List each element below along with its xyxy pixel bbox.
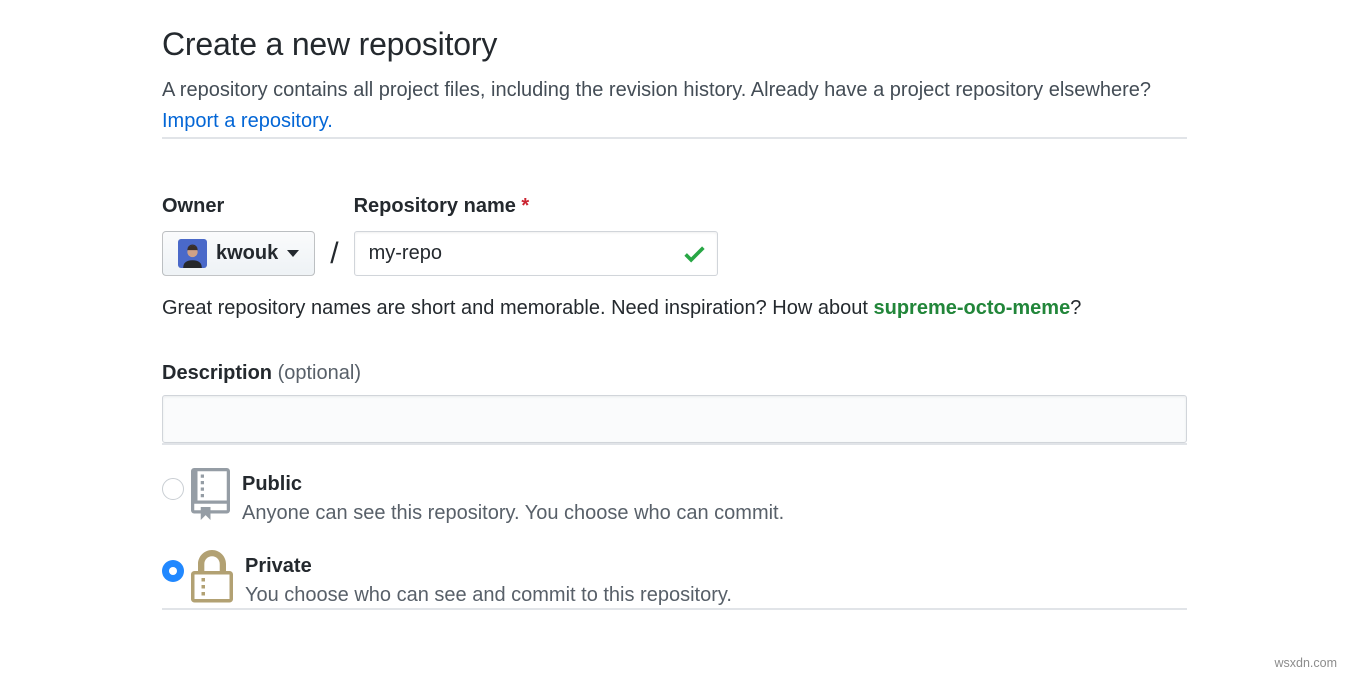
watermark: wsxdn.com [1274, 656, 1337, 670]
page-title: Create a new repository [162, 26, 498, 62]
suggested-name-link[interactable]: supreme-octo-meme [873, 297, 1071, 319]
visibility-option-private: Private You choose who can see and commi… [162, 550, 1187, 608]
public-radio[interactable] [162, 478, 184, 500]
name-valid-check-icon [683, 245, 705, 262]
owner-repo-separator: / [330, 236, 339, 270]
repo-name-suggestion: Great repository names are short and mem… [162, 297, 1187, 320]
repo-name-label: Repository name * [353, 195, 530, 217]
description-input[interactable] [162, 395, 1187, 443]
divider [162, 608, 1187, 610]
repo-name-input-wrap [353, 231, 718, 276]
intro-text-body: A repository contains all project files,… [162, 79, 1152, 101]
description-optional: (optional) [277, 362, 361, 384]
suggestion-text: Great repository names are short and mem… [162, 297, 868, 319]
owner-column: Owner kwouk [162, 194, 316, 276]
public-option-text: Public Anyone can see this repository. Y… [242, 468, 784, 526]
repo-name-column: Repository name * [353, 194, 718, 276]
intro-text: A repository contains all project files,… [162, 75, 1187, 137]
owner-label: Owner [162, 195, 225, 217]
description-label: Description (optional) [162, 362, 361, 384]
private-description: You choose who can see and commit to thi… [245, 584, 732, 606]
private-radio[interactable] [162, 560, 184, 582]
required-asterisk: * [521, 195, 530, 217]
owner-repo-row: Owner kwouk / Repository name * [162, 194, 1187, 276]
lock-icon [191, 550, 233, 603]
owner-username: kwouk [216, 242, 279, 264]
import-repository-link[interactable]: Import a repository. [162, 110, 333, 132]
public-description: Anyone can see this repository. You choo… [242, 502, 785, 524]
divider [162, 137, 1187, 139]
avatar [178, 239, 207, 268]
new-repository-form: Create a new repository A repository con… [162, 0, 1187, 610]
owner-select-button[interactable]: kwouk [162, 231, 316, 276]
repo-name-input[interactable] [353, 231, 718, 276]
visibility-option-public: Public Anyone can see this repository. Y… [162, 468, 1187, 526]
chevron-down-icon [287, 250, 300, 257]
divider [162, 443, 1187, 445]
private-option-text: Private You choose who can see and commi… [245, 550, 732, 608]
public-label: Public [242, 473, 303, 495]
suggestion-question-mark: ? [1070, 297, 1082, 319]
repo-book-icon [191, 468, 230, 520]
private-label: Private [245, 555, 312, 577]
